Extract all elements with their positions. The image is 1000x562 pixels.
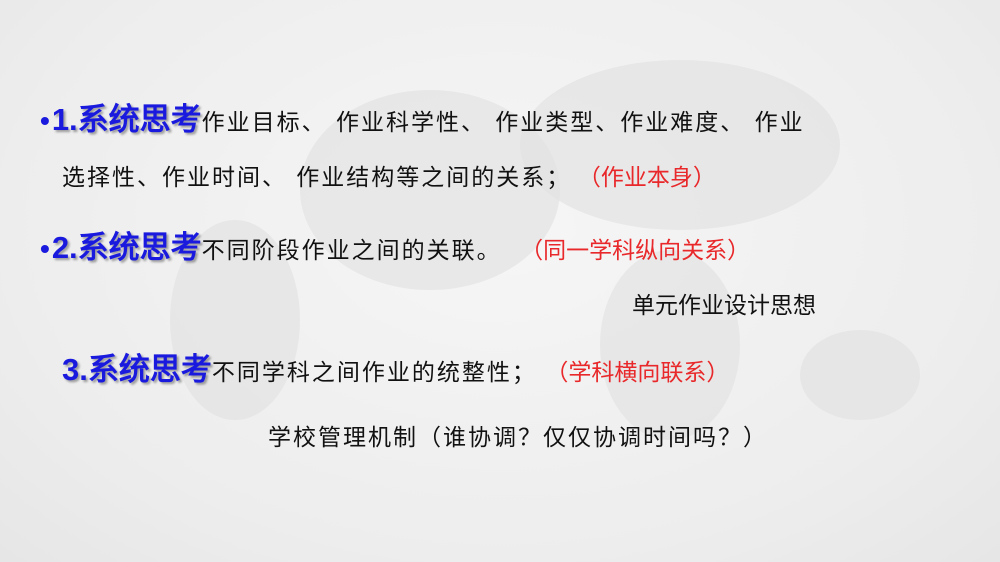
- item-2-heading: 2.系统思考: [51, 230, 202, 265]
- item-2-text: 不同阶段作业之间的关联。: [201, 238, 502, 264]
- item-1-cont-text: 选择性、作业时间、 作业结构等之间的关系；: [62, 165, 572, 191]
- item-3-note: （学科横向联系）: [556, 360, 730, 386]
- item-3-sub: 学校管理机制（谁协调？仅仅协调时间吗？）: [268, 425, 768, 451]
- bullet: •: [40, 233, 52, 264]
- item-1-continuation: 选择性、作业时间、 作业结构等之间的关系； （作业本身）: [62, 158, 716, 198]
- item-1-note: （作业本身）: [589, 165, 716, 191]
- item-3-text: 不同学科之间作业的统整性；: [211, 360, 537, 386]
- item-2-note: （同一学科纵向关系）: [531, 238, 751, 264]
- item-2-line: •2.系统思考不同阶段作业之间的关联。 （同一学科纵向关系）: [40, 228, 750, 271]
- item-1-text: 作业目标、 作业科学性、 作业类型、作业难度、 作业: [201, 110, 805, 136]
- bullet: •: [40, 105, 52, 136]
- item-1-heading: 1.系统思考: [51, 102, 202, 137]
- item-2-sub: 单元作业设计思想: [632, 293, 816, 319]
- item-3-line: 3.系统思考不同学科之间作业的统整性； （学科横向联系）: [62, 350, 729, 393]
- item-1-line: •1.系统思考作业目标、 作业科学性、 作业类型、作业难度、 作业: [40, 100, 805, 143]
- item-3-heading: 3.系统思考: [62, 352, 212, 387]
